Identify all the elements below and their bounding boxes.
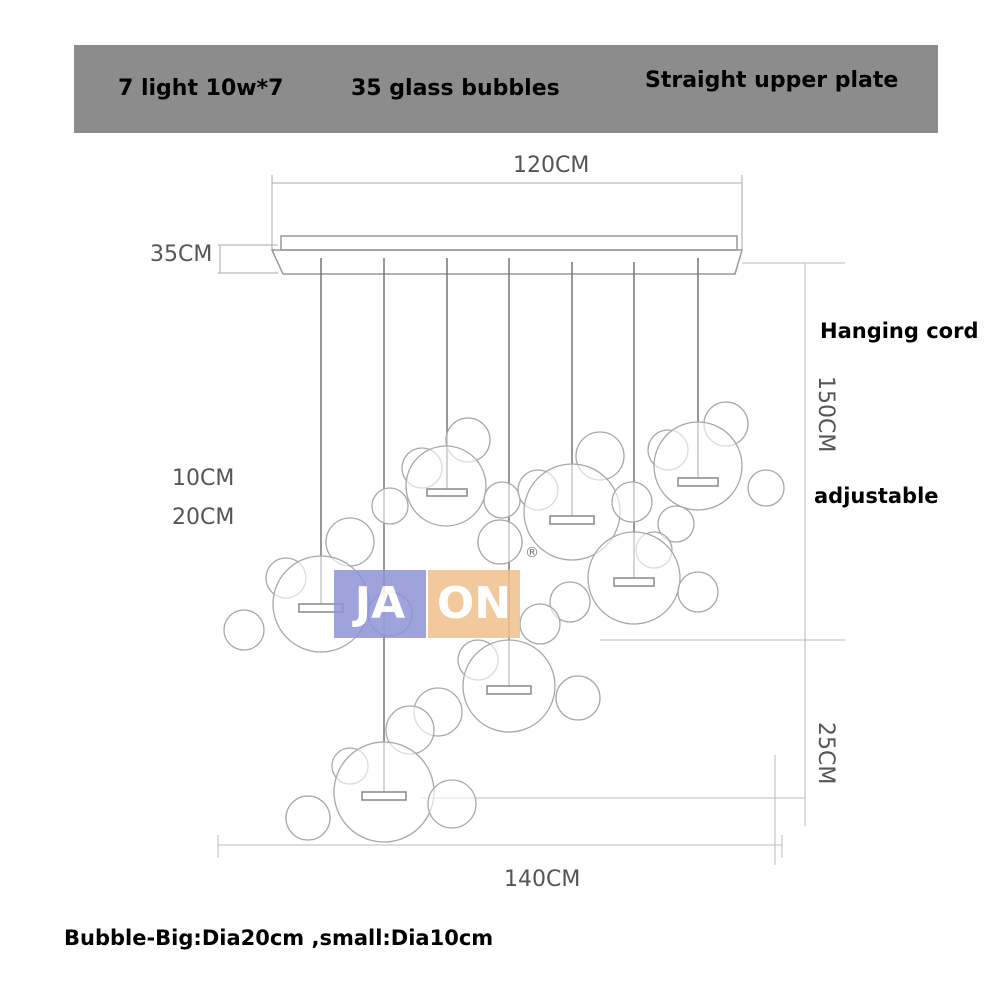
lamp-bar-2 (361, 791, 407, 801)
header-banner (74, 45, 938, 133)
bubble (405, 445, 487, 527)
lowest-offset-label: 25CM (813, 722, 838, 785)
lamp-bar-3 (426, 488, 468, 497)
bubble (747, 469, 785, 507)
spec-light-count: 7 light 10w*7 (118, 76, 284, 101)
spec-plate-type: Straight upper plate (645, 68, 899, 93)
width-top-label: 120CM (513, 153, 590, 178)
logo-left-block: JA (334, 570, 426, 638)
lamp-bar-5 (549, 515, 595, 525)
bubble (611, 481, 653, 523)
bubble (549, 581, 591, 623)
bubble (555, 675, 601, 721)
plate-depth-label: 35CM (150, 242, 213, 267)
logo-right-block: ON (428, 570, 520, 638)
bubble (483, 481, 521, 519)
lamp-bar-4 (486, 685, 532, 695)
upper-plate-body (270, 249, 743, 275)
bubble-big-label: 20CM (172, 505, 235, 530)
logo-right-text: ON (436, 578, 512, 629)
bubble (519, 603, 561, 645)
bubble (285, 795, 331, 841)
lamp-bars (298, 477, 719, 801)
hanging-cord-note: Hanging cord (820, 319, 979, 343)
adjustable-note: adjustable (814, 484, 939, 508)
bubble-spec-note: Bubble-Big:Dia20cm ,small:Dia10cm (64, 926, 494, 950)
cord-length-label: 150CM (813, 376, 838, 453)
bubble-small-label: 10CM (172, 466, 235, 491)
lamp-bar-6 (613, 577, 655, 587)
bubble (657, 505, 695, 543)
bubble (371, 487, 409, 525)
bubble (477, 519, 523, 565)
upper-plate-top (280, 235, 738, 251)
bubble (427, 779, 477, 829)
logo-left-text: JA (354, 578, 406, 629)
lamp-bar-7 (677, 477, 719, 487)
bubble (223, 609, 265, 651)
registered-mark: ® (525, 545, 539, 561)
spec-bubble-count: 35 glass bubbles (351, 76, 560, 101)
bubble (677, 571, 719, 613)
bubble (653, 421, 743, 511)
width-bottom-label: 140CM (504, 867, 581, 892)
